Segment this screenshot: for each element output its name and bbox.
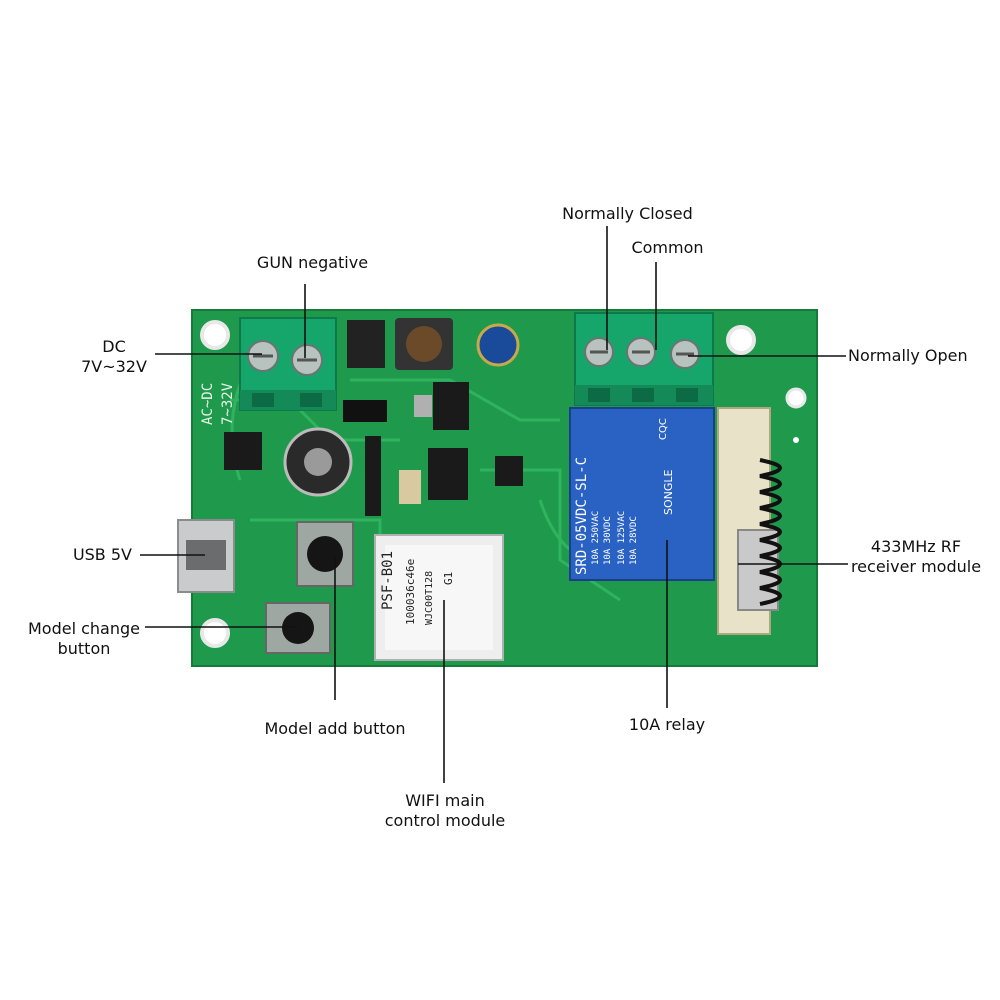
relay-rating-1: 10A 250VAC [591,511,601,565]
label-dc-line1: DC [102,337,126,356]
relay-rating-2: 10A 30VDC [603,516,613,565]
label-rf: 433MHz RF receiver module [842,537,990,577]
label-wifi-line1: WIFI main [405,791,485,810]
label-rf-line2: receiver module [850,557,982,576]
model-change-button-shape [265,602,331,654]
label-relay: 10A relay [628,715,706,734]
relay-brand-text: SONGLE [662,469,675,515]
label-model-change-line2: button [57,639,111,658]
label-rf-line1: 433MHz RF [870,537,962,556]
module-model-text: PSF-B01 [380,551,396,610]
silk-voltage: 7~32V [220,382,236,425]
label-wifi: WIFI main control module [370,791,520,831]
rf-receiver-module [717,407,782,635]
relay-terminal-block [574,312,714,406]
relay-cqc-text: CQC [658,418,669,440]
relay-model-text: SRD-05VDC-SL-C [574,457,590,575]
relay-rating-4: 10A 28VDC [629,516,639,565]
leader-lines [140,226,848,783]
model-add-button-shape [296,521,354,587]
module-code-text: WJC00T128 [424,571,435,625]
label-wifi-line2: control module [384,811,506,830]
label-dc: DC 7V~32V [68,337,160,377]
label-model-change: Model change button [18,619,150,659]
wifi-module: PSF-B01 100036c46e WJC00T128 G1 [374,534,504,661]
label-dc-line2: 7V~32V [81,357,147,376]
module-id-text: 100036c46e [404,559,417,625]
module-g-text: G1 [442,572,455,585]
label-usb: USB 5V [72,545,132,564]
label-common: Common [631,238,704,257]
label-model-add: Model add button [264,719,406,738]
label-model-change-line1: Model change [27,619,140,638]
dc-terminal-block [239,317,337,411]
label-gun-negative: GUN negative [256,253,369,272]
label-normally-closed: Normally Closed [562,204,693,223]
relay-component: 10A 250VAC 10A 30VDC 10A 125VAC 10A 28VD… [569,407,715,581]
silk-ac-dc: AC~DC [200,383,216,425]
label-normally-open: Normally Open [848,346,968,365]
relay-rating-3: 10A 125VAC [617,511,627,565]
components [224,318,523,516]
